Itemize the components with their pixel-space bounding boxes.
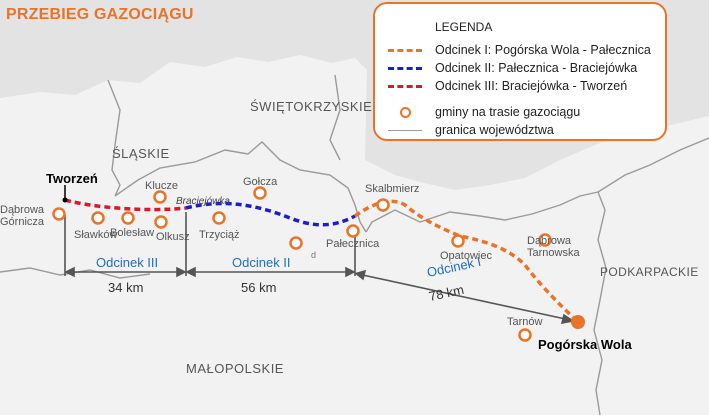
arrowhead (354, 269, 367, 281)
waypoint-label-braciejowka: Braciejówka (176, 196, 230, 207)
endpoint-label-pogorska-wola: Pogórska Wola (538, 337, 632, 352)
gmina-label: Skalbmierz (365, 183, 419, 195)
legend-item-label: granica województwa (435, 123, 554, 137)
section-2-name: Odcinek II (232, 255, 291, 270)
arrowhead (560, 313, 576, 325)
section-1-length: 78 km (428, 282, 466, 304)
gmina-label: Tarnów (507, 316, 543, 328)
endpoint-label-tworzen: Tworzeń (46, 171, 98, 186)
legend-item-section-1: Odcinek I: Pogórska Wola - Pałecznica (387, 42, 651, 58)
endpoints (62, 185, 585, 329)
arrowhead (185, 266, 196, 278)
route-section-3 (64, 198, 187, 212)
legend-heading: LEGENDA (435, 20, 493, 34)
legend-item-label: Odcinek III: Braciejówka - Tworzeń (435, 79, 628, 93)
route-section-1 (353, 199, 580, 324)
map-labels: ŚLĄSKIE ŚWIĘTOKRZYSKIE MAŁOPOLSKIE PODKA… (0, 99, 699, 376)
gmina-label: Bolesław (110, 227, 154, 239)
region-label-swietokrzyskie: ŚWIĘTOKRZYSKIE (250, 99, 372, 114)
border-line (597, 137, 709, 193)
dashed-line-icon (388, 66, 422, 70)
gmina-marker (154, 215, 168, 229)
tworzen-point (62, 197, 68, 203)
gmina-marker (153, 190, 167, 204)
border-line (114, 141, 367, 233)
gmina-label: Sławków (74, 229, 117, 241)
gmina-label: Pałecznica (326, 238, 380, 250)
legend-item-section-3: Odcinek III: Braciejówka - Tworzeń (387, 78, 627, 94)
legend-item-label: Odcinek I: Pogórska Wola - Pałecznica (435, 43, 651, 57)
gmina-marker (212, 211, 226, 225)
measurement-lines (64, 212, 576, 325)
stray-mark: d (311, 250, 316, 260)
gmina-marker (253, 186, 267, 200)
gmina-marker (289, 236, 303, 250)
page-title: PRZEBIEG GAZOCIĄGU (6, 6, 194, 23)
legend-item-section-2: Odcinek II: Pałecznica - Braciejówka (387, 60, 637, 76)
border-line (329, 74, 341, 161)
gmina-marker (451, 234, 465, 248)
region-label-podkarpackie: PODKARPACKIE (600, 265, 699, 279)
gmina-label: Trzyciąż (199, 229, 240, 241)
arrowhead (345, 266, 356, 278)
legend-item-border: granica województwa (387, 122, 554, 138)
section-3-name: Odcinek III (96, 255, 158, 270)
route-section-2 (185, 201, 356, 227)
dimension-line (357, 273, 571, 321)
dashed-line-icon (388, 84, 422, 88)
gmina-marker (376, 198, 390, 212)
gmina-label: Gołcza (243, 176, 278, 188)
gmina-markers (52, 186, 552, 342)
voivodeship-borders (0, 74, 709, 415)
solid-line-icon (388, 129, 422, 131)
legend-item-gminy: gminy na trasie gazociągu (387, 104, 580, 120)
section-2-length: 56 km (241, 280, 276, 295)
gmina-marker (52, 207, 66, 221)
gmina-marker (121, 211, 135, 225)
pipeline-routes (64, 198, 580, 324)
border-line (107, 79, 121, 197)
pogorska-wola-point (571, 315, 585, 329)
gmina-marker (518, 328, 532, 342)
legend-item-label: gminy na trasie gazociągu (435, 105, 581, 119)
section-3-length: 34 km (108, 280, 143, 295)
gmina-marker (346, 224, 360, 238)
circle-marker-icon (399, 106, 411, 118)
legend-panel: LEGENDA Odcinek I: Pogórska Wola - Pałec… (373, 2, 667, 141)
gmina-label: Olkusz (156, 231, 190, 243)
border-line (365, 191, 599, 233)
arrowhead (176, 266, 187, 278)
gmina-label: Opatowiec (440, 250, 492, 262)
legend-item-label: Odcinek II: Pałecznica - Braciejówka (435, 61, 638, 75)
dashed-line-icon (388, 48, 422, 52)
region-label-malopolskie: MAŁOPOLSKIE (186, 361, 284, 376)
arrowhead (64, 266, 75, 278)
region-label-slaskie: ŚLĄSKIE (112, 146, 170, 161)
border-line (593, 191, 607, 415)
gmina-marker (538, 233, 552, 247)
gmina-label: Klucze (145, 180, 178, 192)
gmina-marker (91, 211, 105, 225)
